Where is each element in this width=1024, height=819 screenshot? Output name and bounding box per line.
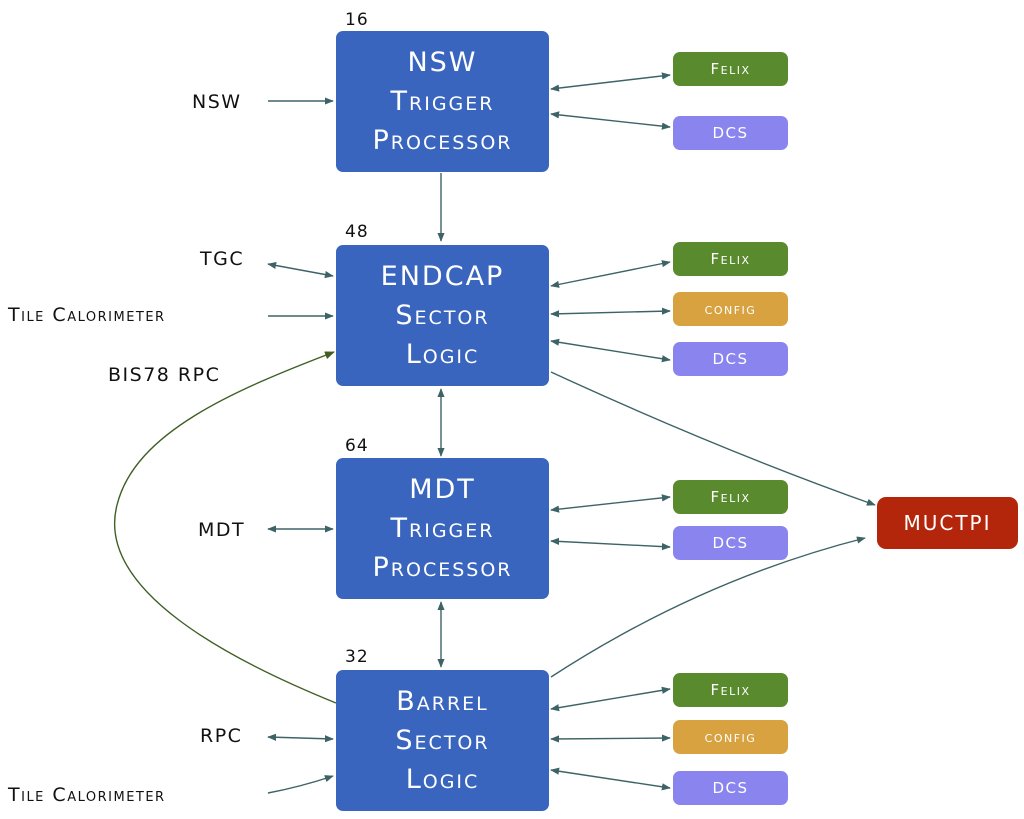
barrel-config-box: config [673, 720, 788, 754]
arrow-mdt-felix [550, 494, 671, 513]
block-line: MDT [409, 474, 476, 505]
arrow-endcap-felix [550, 260, 671, 288]
arrow-nsw-dcs [550, 111, 671, 130]
arrow-barrel-felix [550, 686, 671, 712]
block-line: Sector [395, 725, 490, 756]
tgc-input-label: TGC [200, 248, 245, 270]
tile-calorimeter-endcap-label: Tile Calorimeter [8, 304, 166, 326]
arrow-barrel-muctpi [550, 536, 866, 678]
nsw-dcs-box: DCS [673, 116, 788, 150]
arrow-nsw-felix [550, 72, 671, 92]
block-line: Logic [405, 339, 480, 370]
arrow-endcap-dcs [550, 338, 671, 363]
block-line: NSW [407, 47, 478, 78]
barrel-sector-logic-block: Barrel Sector Logic [336, 670, 549, 811]
mdt-trigger-processor-block: MDT Trigger Processor [336, 458, 549, 599]
endcap-dcs-box: DCS [673, 342, 788, 376]
block-line: Barrel [396, 686, 489, 717]
endcap-config-box: config [673, 292, 788, 326]
barrel-dcs-box: DCS [673, 771, 788, 805]
muctpi-box: MUCTPI [877, 497, 1018, 549]
block-line: ENDCAP [380, 261, 505, 292]
mdt-felix-box: Felix [673, 480, 788, 514]
arrow-mdt-dcs [550, 537, 671, 551]
block-line: Trigger [390, 513, 495, 544]
barrel-count: 32 [345, 647, 369, 667]
arrow-bis78-rpc [114, 351, 337, 704]
arrow-rpc [267, 733, 334, 743]
barrel-felix-box: Felix [673, 673, 788, 707]
arrow-endcap-muctpi [550, 371, 876, 506]
block-line: Sector [395, 300, 490, 331]
nsw-count: 16 [345, 10, 369, 30]
endcap-felix-box: Felix [673, 242, 788, 276]
bis78-rpc-label: BIS78 RPC [108, 364, 221, 386]
nsw-felix-box: Felix [673, 52, 788, 86]
mdt-input-label: MDT [198, 519, 246, 541]
block-line: Processor [372, 552, 513, 583]
arrow-barrel-config [550, 734, 671, 743]
endcap-count: 48 [345, 222, 369, 242]
rpc-input-label: RPC [200, 725, 243, 747]
arrow-tile-cal-barrel [267, 775, 334, 794]
tile-calorimeter-barrel-label: Tile Calorimeter [8, 784, 166, 806]
arrow-endcap-config [550, 307, 671, 318]
nsw-trigger-processor-block: NSW Trigger Processor [336, 31, 549, 172]
mdt-count: 64 [345, 436, 369, 456]
arrow-tgc [267, 261, 334, 279]
block-line: Processor [372, 125, 513, 156]
arrow-barrel-dcs [550, 767, 671, 791]
block-line: Logic [405, 764, 480, 795]
mdt-dcs-box: DCS [673, 526, 788, 560]
endcap-sector-logic-block: ENDCAP Sector Logic [336, 245, 549, 386]
block-line: Trigger [390, 86, 495, 117]
nsw-input-label: NSW [192, 91, 242, 113]
